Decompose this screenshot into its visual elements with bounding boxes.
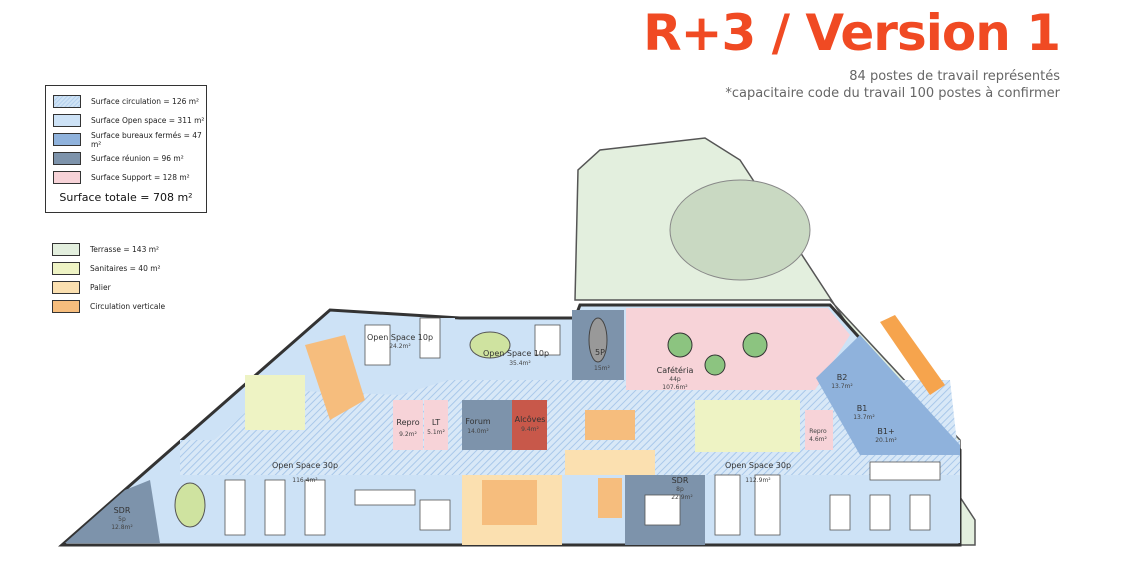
cafe-table xyxy=(667,332,693,358)
room-area: 12.8m² xyxy=(111,524,133,531)
planter xyxy=(669,179,811,281)
legend-swatch xyxy=(52,281,80,294)
legend-swatch xyxy=(53,152,81,165)
closed-offices xyxy=(816,335,960,455)
legend-label: Palier xyxy=(90,283,111,292)
legend-item: Terrasse = 143 m² xyxy=(45,240,215,259)
legend-label: Sanitaires = 40 m² xyxy=(90,264,161,273)
cafeteria xyxy=(626,308,850,390)
legend-swatch xyxy=(53,171,81,184)
legend-label: Terrasse = 143 m² xyxy=(90,245,160,254)
meeting-table xyxy=(174,482,206,528)
room-area: 116.4m² xyxy=(292,477,318,484)
room-label: B2 xyxy=(837,373,848,382)
alcoves xyxy=(512,400,547,450)
sanitaires xyxy=(245,375,305,430)
elevators xyxy=(585,410,635,440)
room-label: 5P xyxy=(595,348,605,357)
legend-label: Circulation verticale xyxy=(90,302,166,311)
room-area: 14.0m² xyxy=(467,428,489,435)
room-label: Cafétéria xyxy=(657,365,694,375)
room-label: Open Space 30p xyxy=(725,461,791,470)
room-capacity: 44p xyxy=(669,376,681,383)
room-label: Open Space 30p xyxy=(272,461,338,470)
room-label: Forum xyxy=(465,417,491,426)
room-label: Open Space 10p xyxy=(367,333,433,342)
legend-item: Surface réunion = 96 m² xyxy=(46,149,206,168)
room-capacity: 8p xyxy=(676,486,684,493)
workstations xyxy=(224,317,941,536)
room-area: 13.7m² xyxy=(853,414,875,421)
legend-label: Surface bureaux fermés = 47 m² xyxy=(91,130,202,149)
surface-legend: Surface circulation = 126 m² Surface Ope… xyxy=(45,85,207,213)
cafe-table xyxy=(742,332,768,358)
legend-swatch xyxy=(52,262,80,275)
sdr-5p xyxy=(65,480,160,543)
legend-swatch xyxy=(52,243,80,256)
room-label: B1+ xyxy=(877,427,894,436)
room-label: SDR xyxy=(672,476,689,485)
legend-item: Sanitaires = 40 m² xyxy=(45,259,215,278)
forum xyxy=(462,400,512,450)
room-area: 9.2m² xyxy=(399,431,417,438)
elevator xyxy=(598,478,622,518)
room-area: 22.9m² xyxy=(671,494,693,501)
legend-label: Surface Open space = 311 m² xyxy=(91,116,205,125)
room-label: Repro xyxy=(396,418,419,427)
room-area: 35.4m² xyxy=(509,360,531,367)
legend-swatch xyxy=(53,133,81,146)
legend-label: Surface circulation = 126 m² xyxy=(91,97,200,106)
legend-item: Surface Open space = 311 m² xyxy=(46,111,206,130)
legend-item: Surface circulation = 126 m² xyxy=(46,92,206,111)
room-area: 15m² xyxy=(594,365,610,372)
legend-item: Palier xyxy=(45,278,215,297)
room-area: 107.6m² xyxy=(662,384,688,391)
repro-room-2 xyxy=(805,410,833,450)
room-label: B1 xyxy=(857,404,868,413)
room-area: 4.6m² xyxy=(809,436,827,443)
other-legend: Terrasse = 143 m² Sanitaires = 40 m² Pal… xyxy=(45,240,215,316)
room-area: 13.7m² xyxy=(831,383,853,390)
room-capacity: 5p xyxy=(118,516,126,523)
room-label: Open Space 10p xyxy=(483,349,549,358)
workstation-count: 84 postes de travail représentés xyxy=(849,69,1060,84)
surface-total: Surface totale = 708 m² xyxy=(59,191,193,204)
repro-room xyxy=(393,400,423,450)
sanitaires xyxy=(695,400,800,452)
room-label: LT xyxy=(432,418,440,427)
meeting-table xyxy=(469,331,511,359)
lt-room xyxy=(424,400,448,450)
palier xyxy=(565,450,655,475)
meeting-table xyxy=(588,317,608,363)
external-stairs xyxy=(880,315,945,395)
legend-label: Surface Support = 128 m² xyxy=(91,173,190,182)
legend-swatch xyxy=(52,300,80,313)
room-label: SDR xyxy=(114,506,131,515)
capacity-note: *capacitaire code du travail 100 postes … xyxy=(725,86,1060,101)
room-area: 5.1m² xyxy=(427,429,445,436)
legend-label: Surface réunion = 96 m² xyxy=(91,154,184,163)
cafe-table xyxy=(704,354,726,376)
room-labels: Open Space 10p 24.2m² Open Space 10p 35.… xyxy=(111,333,897,531)
legend-swatch xyxy=(53,95,81,108)
page-title: R+3 / Version 1 xyxy=(643,4,1061,62)
room-area: 9.4m² xyxy=(521,426,539,433)
stairs xyxy=(305,335,365,420)
room-label: Alcôves xyxy=(515,414,546,424)
room-area: 20.1m² xyxy=(875,437,897,444)
room-label: Repro xyxy=(809,428,827,435)
legend-swatch xyxy=(53,114,81,127)
room-area: 112.9m² xyxy=(745,477,771,484)
stairs-central xyxy=(482,480,537,525)
legend-item: Circulation verticale xyxy=(45,297,215,316)
legend-item: Surface Support = 128 m² xyxy=(46,168,206,187)
legend-item: Surface bureaux fermés = 47 m² xyxy=(46,130,206,149)
room-area: 24.2m² xyxy=(389,343,411,350)
